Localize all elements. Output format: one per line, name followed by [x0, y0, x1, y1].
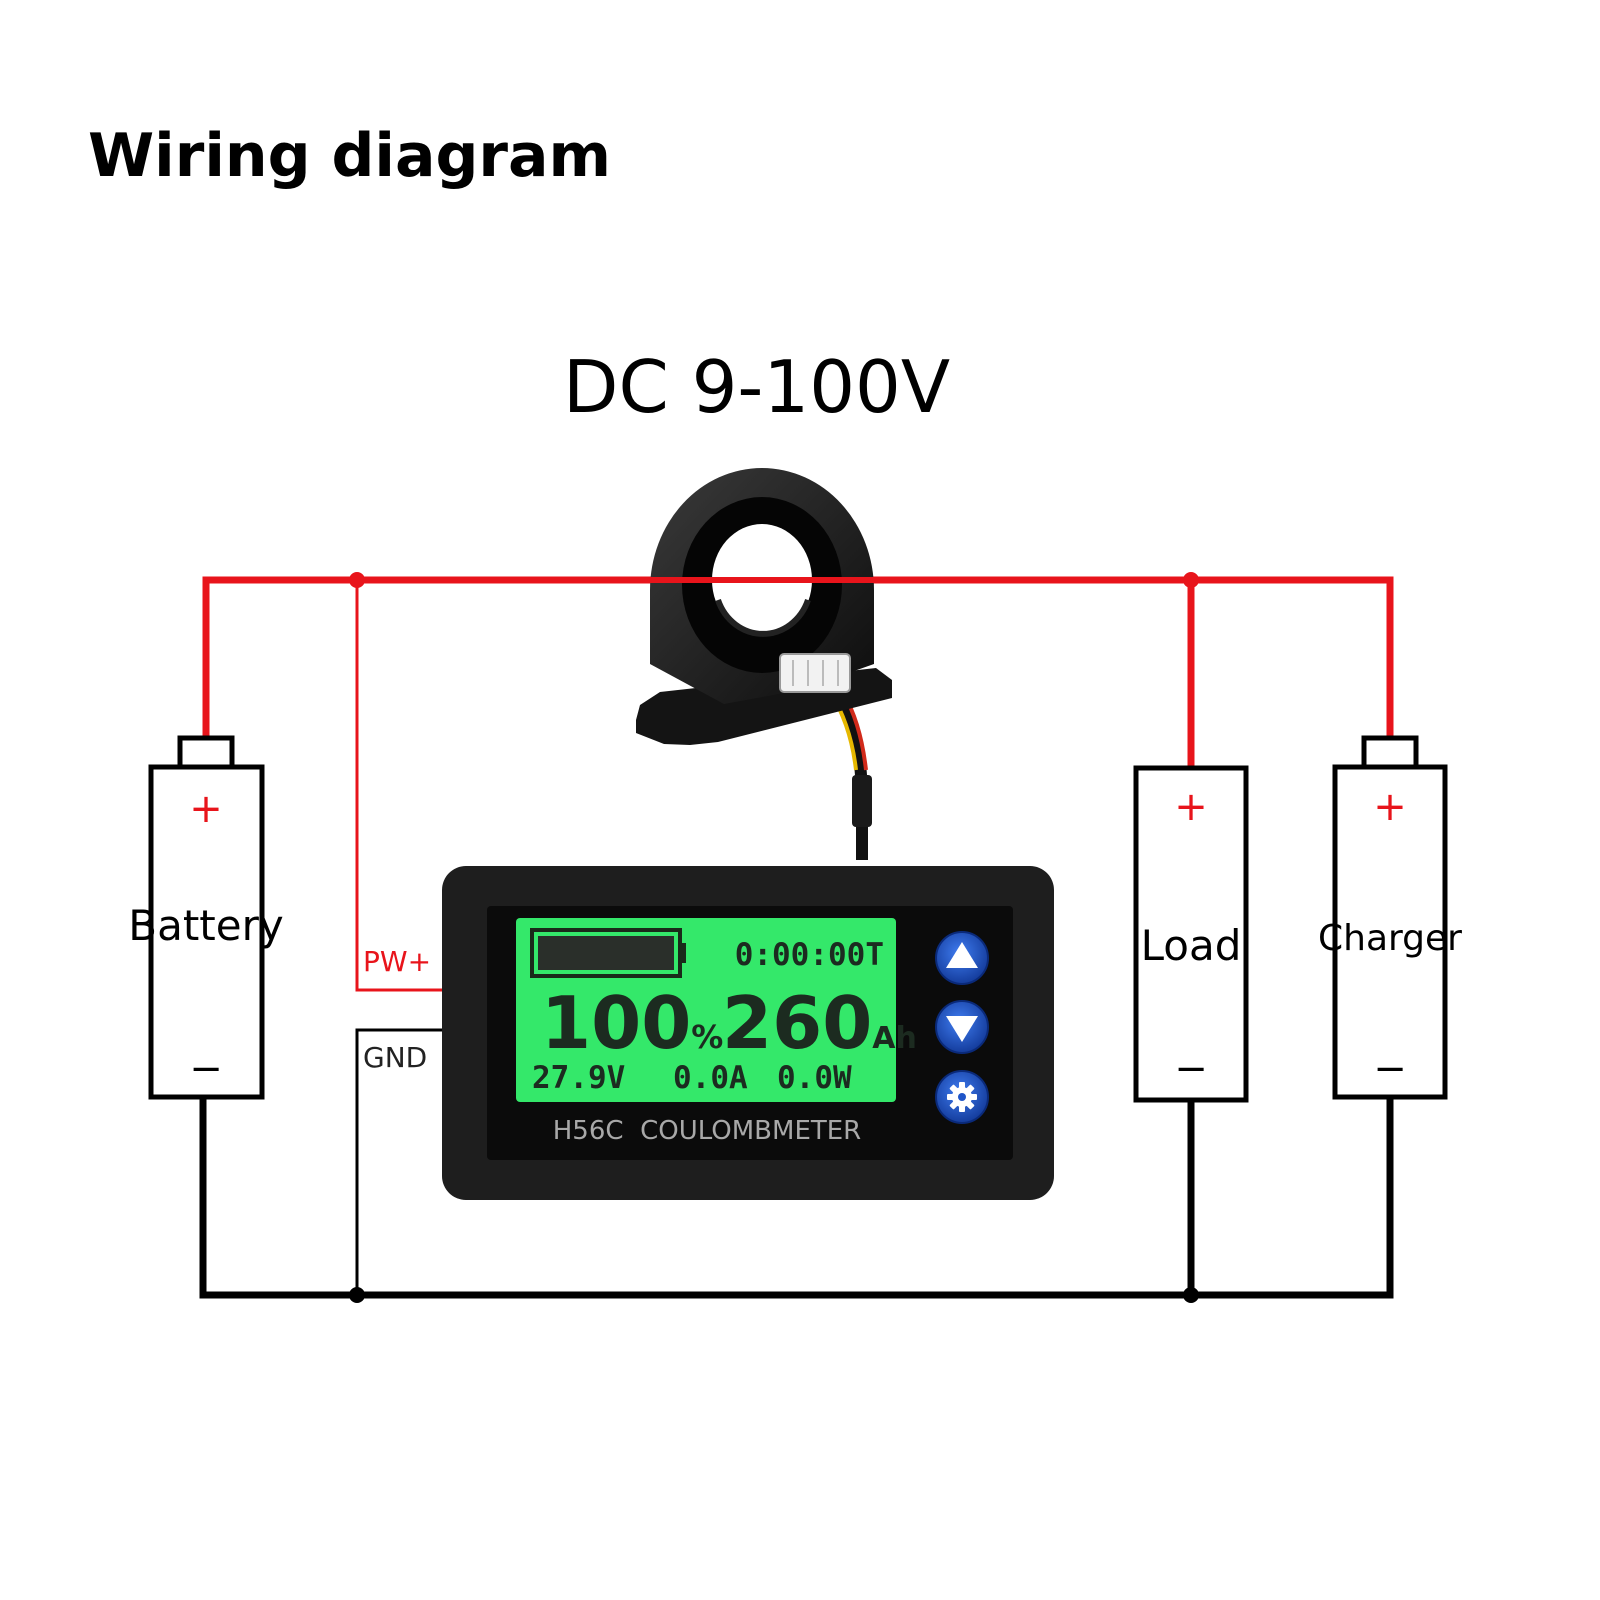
- power-plus-lead: [355, 580, 442, 992]
- lcd-percent-unit: %: [691, 1018, 723, 1056]
- lcd-capacity: 260Ah: [722, 981, 917, 1065]
- charger-label: Charger: [1318, 918, 1462, 959]
- battery-minus-sign: −: [189, 1046, 223, 1092]
- hall-current-sensor: [636, 468, 892, 745]
- battery: + Battery −: [128, 735, 284, 1100]
- lcd-current: 0.0A: [673, 1060, 748, 1096]
- negative-wiring: [199, 1097, 1394, 1299]
- junction-dot: [349, 1287, 365, 1303]
- battery-terminal: [177, 735, 235, 770]
- coulomb-meter: 0:00:00T 100% 260Ah 27.9V 0.0A 0.0W H56C…: [442, 866, 1054, 1200]
- lcd-capacity-value: 260: [722, 981, 872, 1065]
- lcd-percent-value: 100: [541, 981, 691, 1065]
- lcd-capacity-unit: Ah: [872, 1021, 917, 1056]
- up-button[interactable]: [935, 931, 989, 985]
- load-label: Load: [1141, 921, 1242, 970]
- ground-lead: [355, 1028, 442, 1295]
- settings-button[interactable]: [935, 1070, 989, 1124]
- load: + Load −: [1133, 765, 1249, 1103]
- meter-model-label: H56C COULOMBMETER: [553, 1116, 862, 1146]
- battery-plus-sign: +: [189, 786, 223, 832]
- lcd-percent: 100%: [541, 981, 723, 1065]
- charger-body: [1332, 764, 1448, 1100]
- junction-dot: [1183, 1287, 1199, 1303]
- ground-label: GND: [363, 1041, 427, 1074]
- battery-label: Battery: [128, 901, 283, 950]
- charger: + Charger −: [1318, 735, 1462, 1100]
- sensor-connector: [779, 653, 851, 693]
- lcd-power: 0.0W: [777, 1060, 852, 1096]
- lcd-time: 0:00:00T: [735, 937, 884, 973]
- charger-minus-sign: −: [1373, 1046, 1407, 1092]
- charger-terminal: [1361, 735, 1419, 770]
- page-title: Wiring diagram: [88, 121, 611, 191]
- battery-gauge-fill: [538, 936, 674, 970]
- power-plus-label: PW+: [363, 945, 431, 978]
- voltage-range-label: DC 9-100V: [563, 345, 950, 429]
- battery-gauge-tip: [680, 943, 686, 963]
- lcd-voltage: 27.9V: [532, 1060, 625, 1096]
- down-arrow-icon: [946, 1016, 978, 1042]
- battery-body: [148, 764, 265, 1100]
- load-plus-sign: +: [1174, 784, 1208, 830]
- junction-dot: [349, 572, 365, 588]
- down-button[interactable]: [935, 1000, 989, 1054]
- charger-plus-sign: +: [1373, 784, 1407, 830]
- load-body: [1133, 765, 1249, 1103]
- junction-dot: [1183, 572, 1199, 588]
- sensor-cable: [828, 687, 872, 860]
- load-minus-sign: −: [1174, 1046, 1208, 1092]
- up-arrow-icon: [946, 942, 978, 968]
- gear-icon: [947, 1082, 977, 1112]
